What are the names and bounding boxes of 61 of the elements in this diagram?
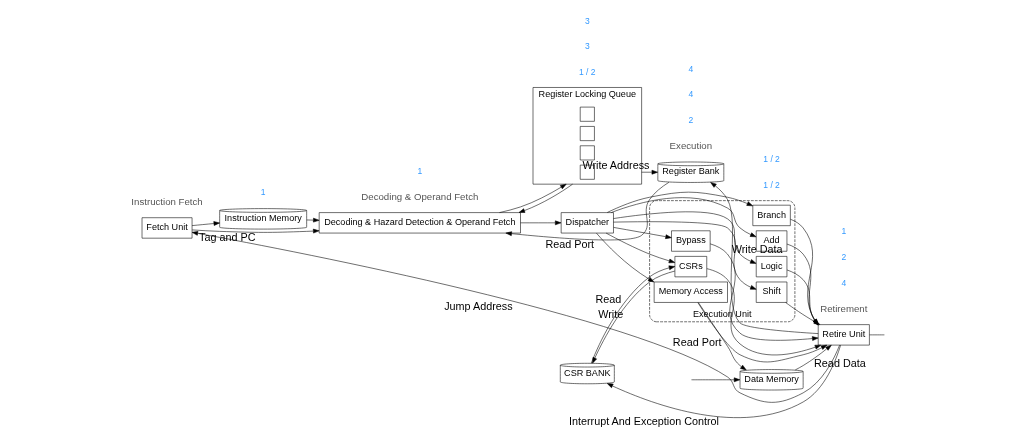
edge-label: Interrupt And Exception Control xyxy=(568,414,720,427)
label: 1 xyxy=(417,165,423,176)
arrow xyxy=(520,220,562,225)
label: 2 xyxy=(841,251,847,262)
arrow xyxy=(499,183,567,213)
arrow xyxy=(611,196,757,237)
arrow xyxy=(697,301,828,362)
node-box xyxy=(579,106,595,122)
node-box xyxy=(579,145,595,160)
arrow xyxy=(691,377,741,382)
arrow xyxy=(518,183,573,213)
label: 1 / 2 xyxy=(763,179,780,190)
arrow xyxy=(795,344,832,370)
label: 1 / 2 xyxy=(763,153,780,164)
edge-label: Write Data xyxy=(731,242,783,255)
node-box: CSRs xyxy=(674,255,708,277)
node-box: Memory Access xyxy=(653,281,728,303)
node-box: Shift xyxy=(755,281,788,303)
edge-label: Read Port xyxy=(545,237,595,250)
label: Execution xyxy=(669,139,713,151)
arrow xyxy=(613,226,672,239)
label: 3 xyxy=(584,40,590,51)
edge-label: Read xyxy=(595,292,622,305)
label: 1 xyxy=(841,225,847,236)
label: 4 xyxy=(688,88,694,99)
arrow xyxy=(505,181,670,240)
label: Retirement xyxy=(820,302,868,314)
arrow xyxy=(613,220,757,290)
label: 3 xyxy=(584,15,590,25)
label: 1 / 2 xyxy=(579,66,596,77)
arrow xyxy=(306,217,320,222)
edge-label: Read Data xyxy=(814,356,866,369)
node-box: Dispatcher xyxy=(560,211,614,233)
arrow xyxy=(191,228,320,233)
node-box: Fetch Unit xyxy=(141,216,193,238)
node-box: Decoding & Hazard Detection & Operand Fetch xyxy=(318,211,521,233)
node-box xyxy=(579,125,595,141)
edge-label: Tag and PC xyxy=(199,230,256,243)
node-box: Logic xyxy=(755,255,788,277)
arrow xyxy=(191,230,840,403)
edge-label: Write xyxy=(598,307,624,320)
arrow xyxy=(698,301,747,370)
arrow xyxy=(605,232,676,263)
edge-label: Jump Address xyxy=(444,299,513,312)
arrow xyxy=(613,211,757,264)
label: Decoding & Operand Fetch xyxy=(361,190,479,202)
node-box: Retire Unit xyxy=(817,323,870,345)
arrow xyxy=(191,220,220,226)
node-box: Bypass xyxy=(671,230,711,252)
arrow xyxy=(607,191,753,213)
edge-label: Write Address xyxy=(582,158,650,171)
label: Instruction Fetch xyxy=(131,195,203,207)
label: 2 xyxy=(688,114,694,125)
arrow xyxy=(641,169,658,174)
node-box: Branch xyxy=(752,204,791,226)
edge-label: Read Port xyxy=(672,335,722,348)
arrow xyxy=(606,344,841,418)
label: 1 xyxy=(260,186,266,197)
arrow xyxy=(596,232,655,282)
label: 4 xyxy=(688,63,694,74)
label: 4 xyxy=(841,277,847,288)
